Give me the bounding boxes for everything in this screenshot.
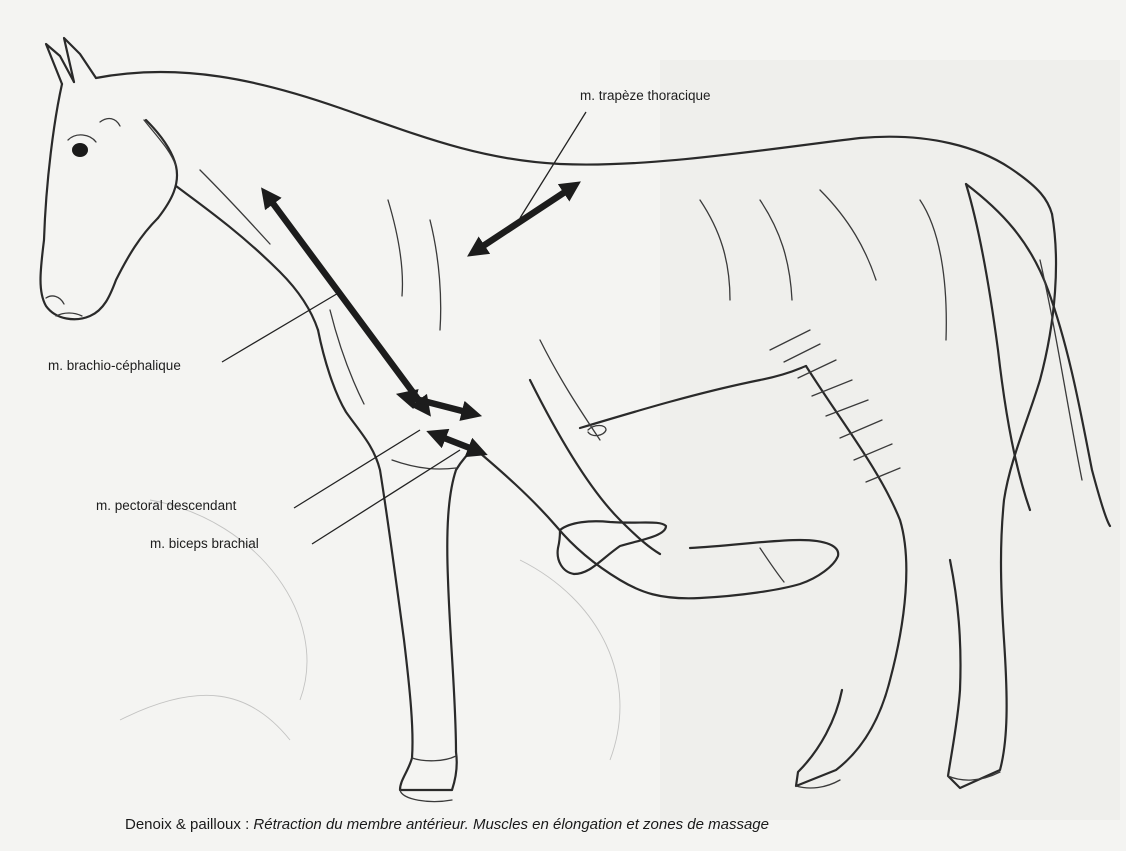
label-biceps-brachial: m. biceps brachial <box>150 536 259 551</box>
stretch-arrows <box>266 186 574 452</box>
leader-pectoral <box>294 430 420 508</box>
arrow-biceps <box>434 434 480 452</box>
label-brachio-cephalique: m. brachio-céphalique <box>48 358 181 373</box>
caption-text: Rétraction du membre antérieur. Muscles … <box>253 816 769 833</box>
arrow-trapeze <box>474 186 574 252</box>
caption-authors: Denoix & pailloux : <box>125 816 249 833</box>
figure-caption: Denoix & pailloux : Rétraction du membre… <box>125 816 769 833</box>
leader-lines <box>222 112 586 544</box>
arrow-pectoral <box>404 396 474 414</box>
label-pectoral-descendant: m. pectoral descendant <box>96 498 236 513</box>
label-trapeze-thoracique: m. trapèze thoracique <box>580 88 711 103</box>
leader-biceps <box>312 450 460 544</box>
background-shading <box>120 60 1120 820</box>
eye <box>72 143 88 157</box>
arrow-brachio <box>266 194 426 410</box>
